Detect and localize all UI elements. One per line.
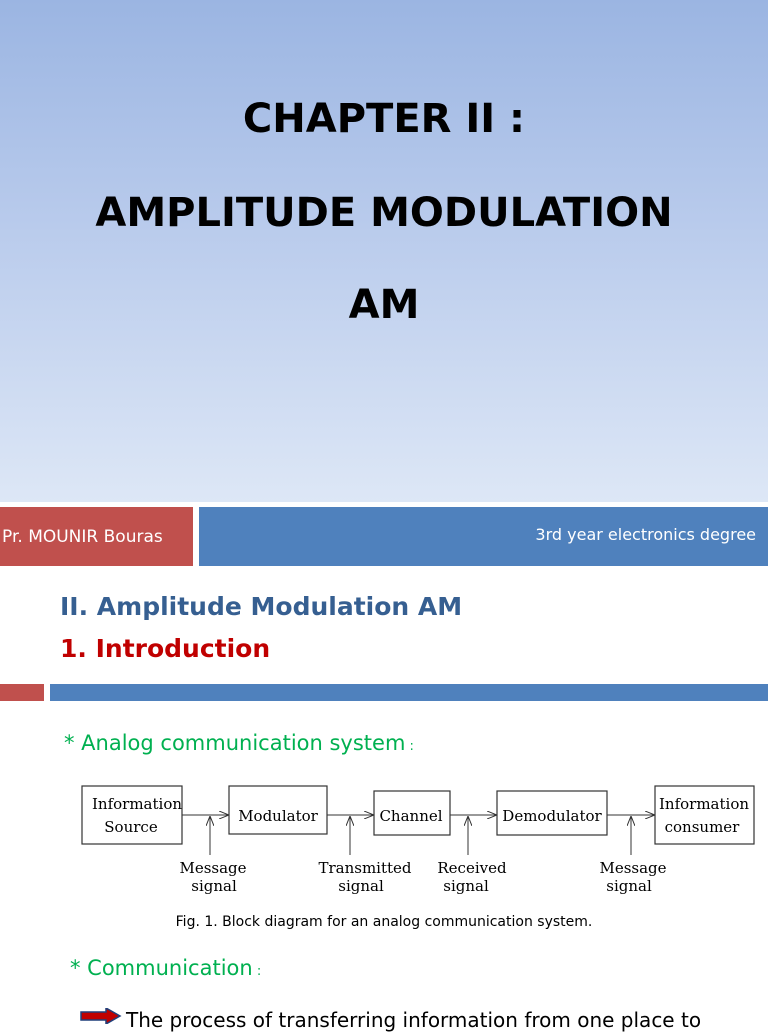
arrow-right-icon: [80, 1008, 122, 1024]
bullet-communication-text: * Communication: [70, 956, 253, 980]
block-demodulator-label: Demodulator: [502, 807, 602, 825]
author-name: Pr. MOUNIR Bouras: [2, 527, 163, 547]
divider-blue: [50, 684, 768, 701]
bullet-analog-system-text: * Analog communication system: [64, 731, 406, 755]
section-heading: II. Amplitude Modulation AM: [60, 592, 463, 621]
label-message-signal-in-2: signal: [191, 877, 237, 895]
figure-caption: Fig. 1. Block diagram for an analog comm…: [175, 914, 593, 930]
divider-red: [0, 684, 44, 701]
degree-bar: [199, 507, 768, 566]
chapter-title: CHAPTER II :: [242, 96, 526, 142]
label-received-signal-1: Received: [437, 859, 507, 877]
block-information-source: [81, 785, 183, 845]
block-demodulator: [496, 790, 608, 836]
bullet-analog-system: * Analog communication system :: [64, 731, 414, 755]
label-transmitted-signal-2: signal: [338, 877, 384, 895]
bullet-communication: * Communication :: [70, 956, 261, 980]
bullet-analog-system-colon: :: [405, 739, 414, 754]
block-information-source-line2: Source: [104, 818, 158, 836]
label-received-signal-2: signal: [443, 877, 489, 895]
label-transmitted-signal-1: Transmitted: [318, 859, 411, 877]
block-modulator-label: Modulator: [238, 807, 318, 825]
block-modulator: [228, 785, 328, 835]
block-information-consumer: [654, 785, 755, 845]
block-channel-label: Channel: [379, 807, 442, 825]
chapter-abbreviation: AM: [348, 282, 420, 328]
label-message-signal-out-1: Message: [599, 859, 666, 877]
block-information-consumer-line2: consumer: [665, 818, 741, 836]
block-channel: [373, 790, 451, 836]
block-information-consumer-line1: Information: [659, 795, 749, 813]
chapter-subtitle: AMPLITUDE MODULATION: [95, 190, 673, 236]
label-message-signal-out-2: signal: [606, 877, 652, 895]
communication-definition: The process of transferring information …: [126, 1008, 702, 1032]
block-diagram: Information Source Modulator Channel Dem…: [81, 785, 755, 895]
label-message-signal-in-1: Message: [179, 859, 246, 877]
section-subheading: 1. Introduction: [60, 634, 271, 663]
title-slide: CHAPTER II : AMPLITUDE MODULATION AM: [0, 0, 768, 502]
degree-label: 3rd year electronics degree: [535, 525, 756, 544]
bullet-communication-colon: :: [252, 964, 262, 979]
author-bar: [0, 507, 193, 566]
block-information-source-line1: Information: [92, 795, 182, 813]
